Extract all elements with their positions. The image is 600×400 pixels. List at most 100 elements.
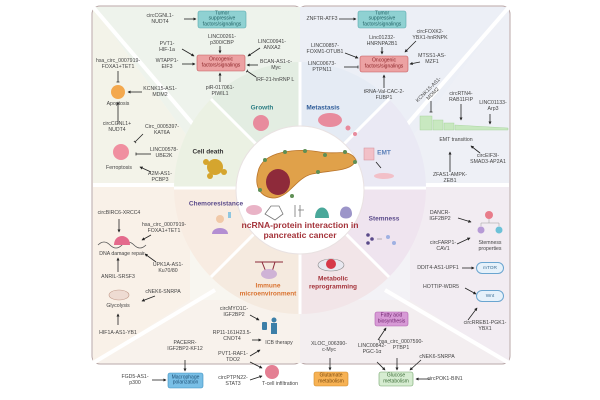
label-upk1a-as1: UPK1A-AS1- Ku70/80 xyxy=(152,262,184,274)
growth-tumor-suppressive-label: Tumor suppressive factors/signalings xyxy=(202,10,242,28)
label-dancr: DANCR- IGF2BP2 xyxy=(429,210,451,222)
glycolysis-mito-icon xyxy=(108,289,130,301)
label-mtss1-as: MTSS1-AS- MZF1 xyxy=(418,53,446,65)
metastasis-icon xyxy=(318,113,357,136)
label-circbirc6: circBIRC6-XRCC4 xyxy=(97,210,141,216)
chemo-region-bg xyxy=(93,185,190,363)
label-pacerr: PACERR- IGF2BP2-KF12 xyxy=(167,340,203,352)
cell-death-icon xyxy=(203,159,227,179)
label-cnek6-chemo: cNEK6-SNRPA xyxy=(145,289,181,295)
growth-oncogenic-label: Oncogenic factors/signalings xyxy=(201,56,241,68)
ferroptosis-icon xyxy=(113,144,129,160)
dna-repair-icon xyxy=(97,236,147,249)
label-circfarp1: circFARP1- CAV1 xyxy=(429,240,457,252)
label-circ-0005397: Circ_0005397- KAT6A xyxy=(144,124,180,136)
label-circcgnl1-nudt4-celldeath: circCGNL1+ NUDT4 xyxy=(102,121,132,133)
arrows xyxy=(116,17,492,382)
stemness-properties-icon xyxy=(477,211,503,234)
label-emt-transition: EMT transition xyxy=(439,137,473,143)
label-hottip: HOTTIP-WDR5 xyxy=(422,284,460,290)
label-fgd5-as1: FGD5-AS1- p300 xyxy=(121,374,149,386)
growth-oncogenic-box xyxy=(196,54,246,72)
label-dna-damage-repair: DNA damage repair xyxy=(99,251,145,257)
divider-line xyxy=(91,288,217,365)
label-linc00578: LINC00578- UBE2K xyxy=(150,147,178,159)
metastasis-tumor-suppressive-box xyxy=(357,10,407,29)
label-hsa-circ-0007590: hsa_circ_0007590- PTBP1 xyxy=(378,339,424,351)
label-wtapp1: WTAPP1- EIF3 xyxy=(155,58,179,70)
label-bcan-as1: BCAN-AS1-c- Myc xyxy=(260,59,292,71)
tcell-icon xyxy=(265,365,279,379)
macrophage-polarization-label: Macrophage polarization xyxy=(171,373,200,386)
label-tcell-infiltration: T-cell infiltration xyxy=(261,381,299,387)
metastasis-oncogenic-label: Oncogenic factors/signalings xyxy=(364,57,404,69)
rna-protein-icons xyxy=(246,205,352,221)
label-icb-therapy: ICB therapy xyxy=(265,340,293,346)
segment-title-cell-death: Cell death xyxy=(192,148,224,156)
glutamate-label: Glutamate metabolism xyxy=(318,372,344,384)
stemness-icon xyxy=(366,233,396,245)
label-trna-val: tRNA-Val-CAC-2- FUBP1 xyxy=(363,89,405,101)
growth-cells-icon xyxy=(253,115,269,131)
label-hsa-circ-0007919: hsa_circ_0007919- FOXA1+TET1 xyxy=(95,58,141,70)
label-linc00857: LINC00857- FOXM1-OTUB1 xyxy=(306,43,344,55)
metastasis-tumor-suppressive-label: Tumor suppressive factors/signalings xyxy=(362,10,402,28)
label-linc00673: LINC00673- PTPN11 xyxy=(308,61,336,73)
label-hif1a-as1: HIF1A-AS1-YB1 xyxy=(99,330,137,336)
label-znftr-atf3: ZNFTR-ATF3 xyxy=(306,16,338,22)
label-kcnk15-as1: KCNK15-AS1- MDM2 xyxy=(143,86,177,98)
label-glycolysis: Glycolysis xyxy=(106,303,130,309)
emt-icon xyxy=(363,147,394,179)
label-circeif3i: circEIF3I- SMAD3-AP2A1 xyxy=(470,153,506,165)
growth-tumor-suppressive-box xyxy=(197,10,247,29)
segment-title-stemness: Stemness xyxy=(368,215,400,223)
label-ddit4-as1: DDIT4-AS1-UPF1 xyxy=(417,265,459,271)
metabolic-region-bg xyxy=(300,300,509,363)
emt-region-bg xyxy=(410,7,509,185)
segment-title-metastasis: Metastasis xyxy=(306,104,340,112)
label-stemness-properties: Stemness properties xyxy=(478,240,502,252)
divider-line xyxy=(383,288,511,365)
label-circmyo1c: circMYO1C- IGF2BP2 xyxy=(219,306,249,318)
label-pvt1-hif1a: PVT1- HIF-1a xyxy=(159,41,175,53)
wnt-pill: Wnt xyxy=(476,290,504,302)
label-irf21: IRF-21-hnRNP L xyxy=(255,77,295,83)
segment-title-metabolic: Metabolic reprogramming xyxy=(308,275,358,291)
label-xloc: XLOC_006390- c-Myc xyxy=(310,341,348,353)
pancreas-icon xyxy=(256,149,357,199)
label-circfoxk2: circFOXK2- YBX1-hnRNPK xyxy=(412,29,448,41)
fatty-acid-label: Fatty acid biosynthesis xyxy=(377,312,406,324)
center-title: ncRNA-protein interaction in pancreatic … xyxy=(241,220,359,240)
label-linc01133: LINC01133- Arp3 xyxy=(479,100,507,112)
chemo-patient-icon xyxy=(212,212,231,234)
label-pir017061: piR-017061- PIWIL1 xyxy=(205,85,235,97)
glutamate-box xyxy=(313,371,349,387)
label-cnek6-metabolic: cNEK6-SNRPA xyxy=(419,354,455,360)
label-linc00261: LINC00261- p300/CBP xyxy=(208,34,236,46)
segment-title-immune: Immune microenvironment xyxy=(239,282,297,298)
label-linc00842: LINC00842- PGC-1α xyxy=(358,343,386,355)
segment-title-chemoresistance: Chemoresistance xyxy=(188,200,244,208)
label-zfas1: ZFAS1-AMPK- ZEB1 xyxy=(432,172,468,184)
segment-title-emt: EMT xyxy=(377,149,391,157)
macrophage-box xyxy=(167,372,204,389)
label-circpok1: circPOK1-BIN1 xyxy=(427,376,463,382)
apoptosis-icon xyxy=(111,85,125,99)
label-apoptosis: Apoptosis xyxy=(106,101,130,107)
label-hsa-circ-chemo: hsa_circ_0007919- FOXA1+TET1 xyxy=(141,222,187,234)
label-ferroptosis: Ferroptosis xyxy=(106,165,132,171)
label-a2m-as1: A2M-AS1- PCBP3 xyxy=(148,171,172,183)
glucose-box xyxy=(378,371,414,387)
mtor-pill: mTOR xyxy=(476,262,504,274)
segment-title-growth: Growth xyxy=(250,104,274,112)
glucose-label: Glucose metabolism xyxy=(383,372,409,384)
label-pvt1-raf1: PVT1-RAF1- TDO2 xyxy=(218,351,248,363)
label-linc01232: Linc01232- HNRNPA2B1 xyxy=(366,35,398,47)
immune-region-bg xyxy=(93,300,300,363)
label-rp11: RP11-161H23.5- CNOT4 xyxy=(212,330,252,342)
celldeath-region-bg xyxy=(93,7,190,185)
label-circptpn22: circPTPN22- STAT3 xyxy=(218,375,248,387)
label-circcgnl1-nudt4: circCGNL1- NUDT4 xyxy=(146,13,174,25)
